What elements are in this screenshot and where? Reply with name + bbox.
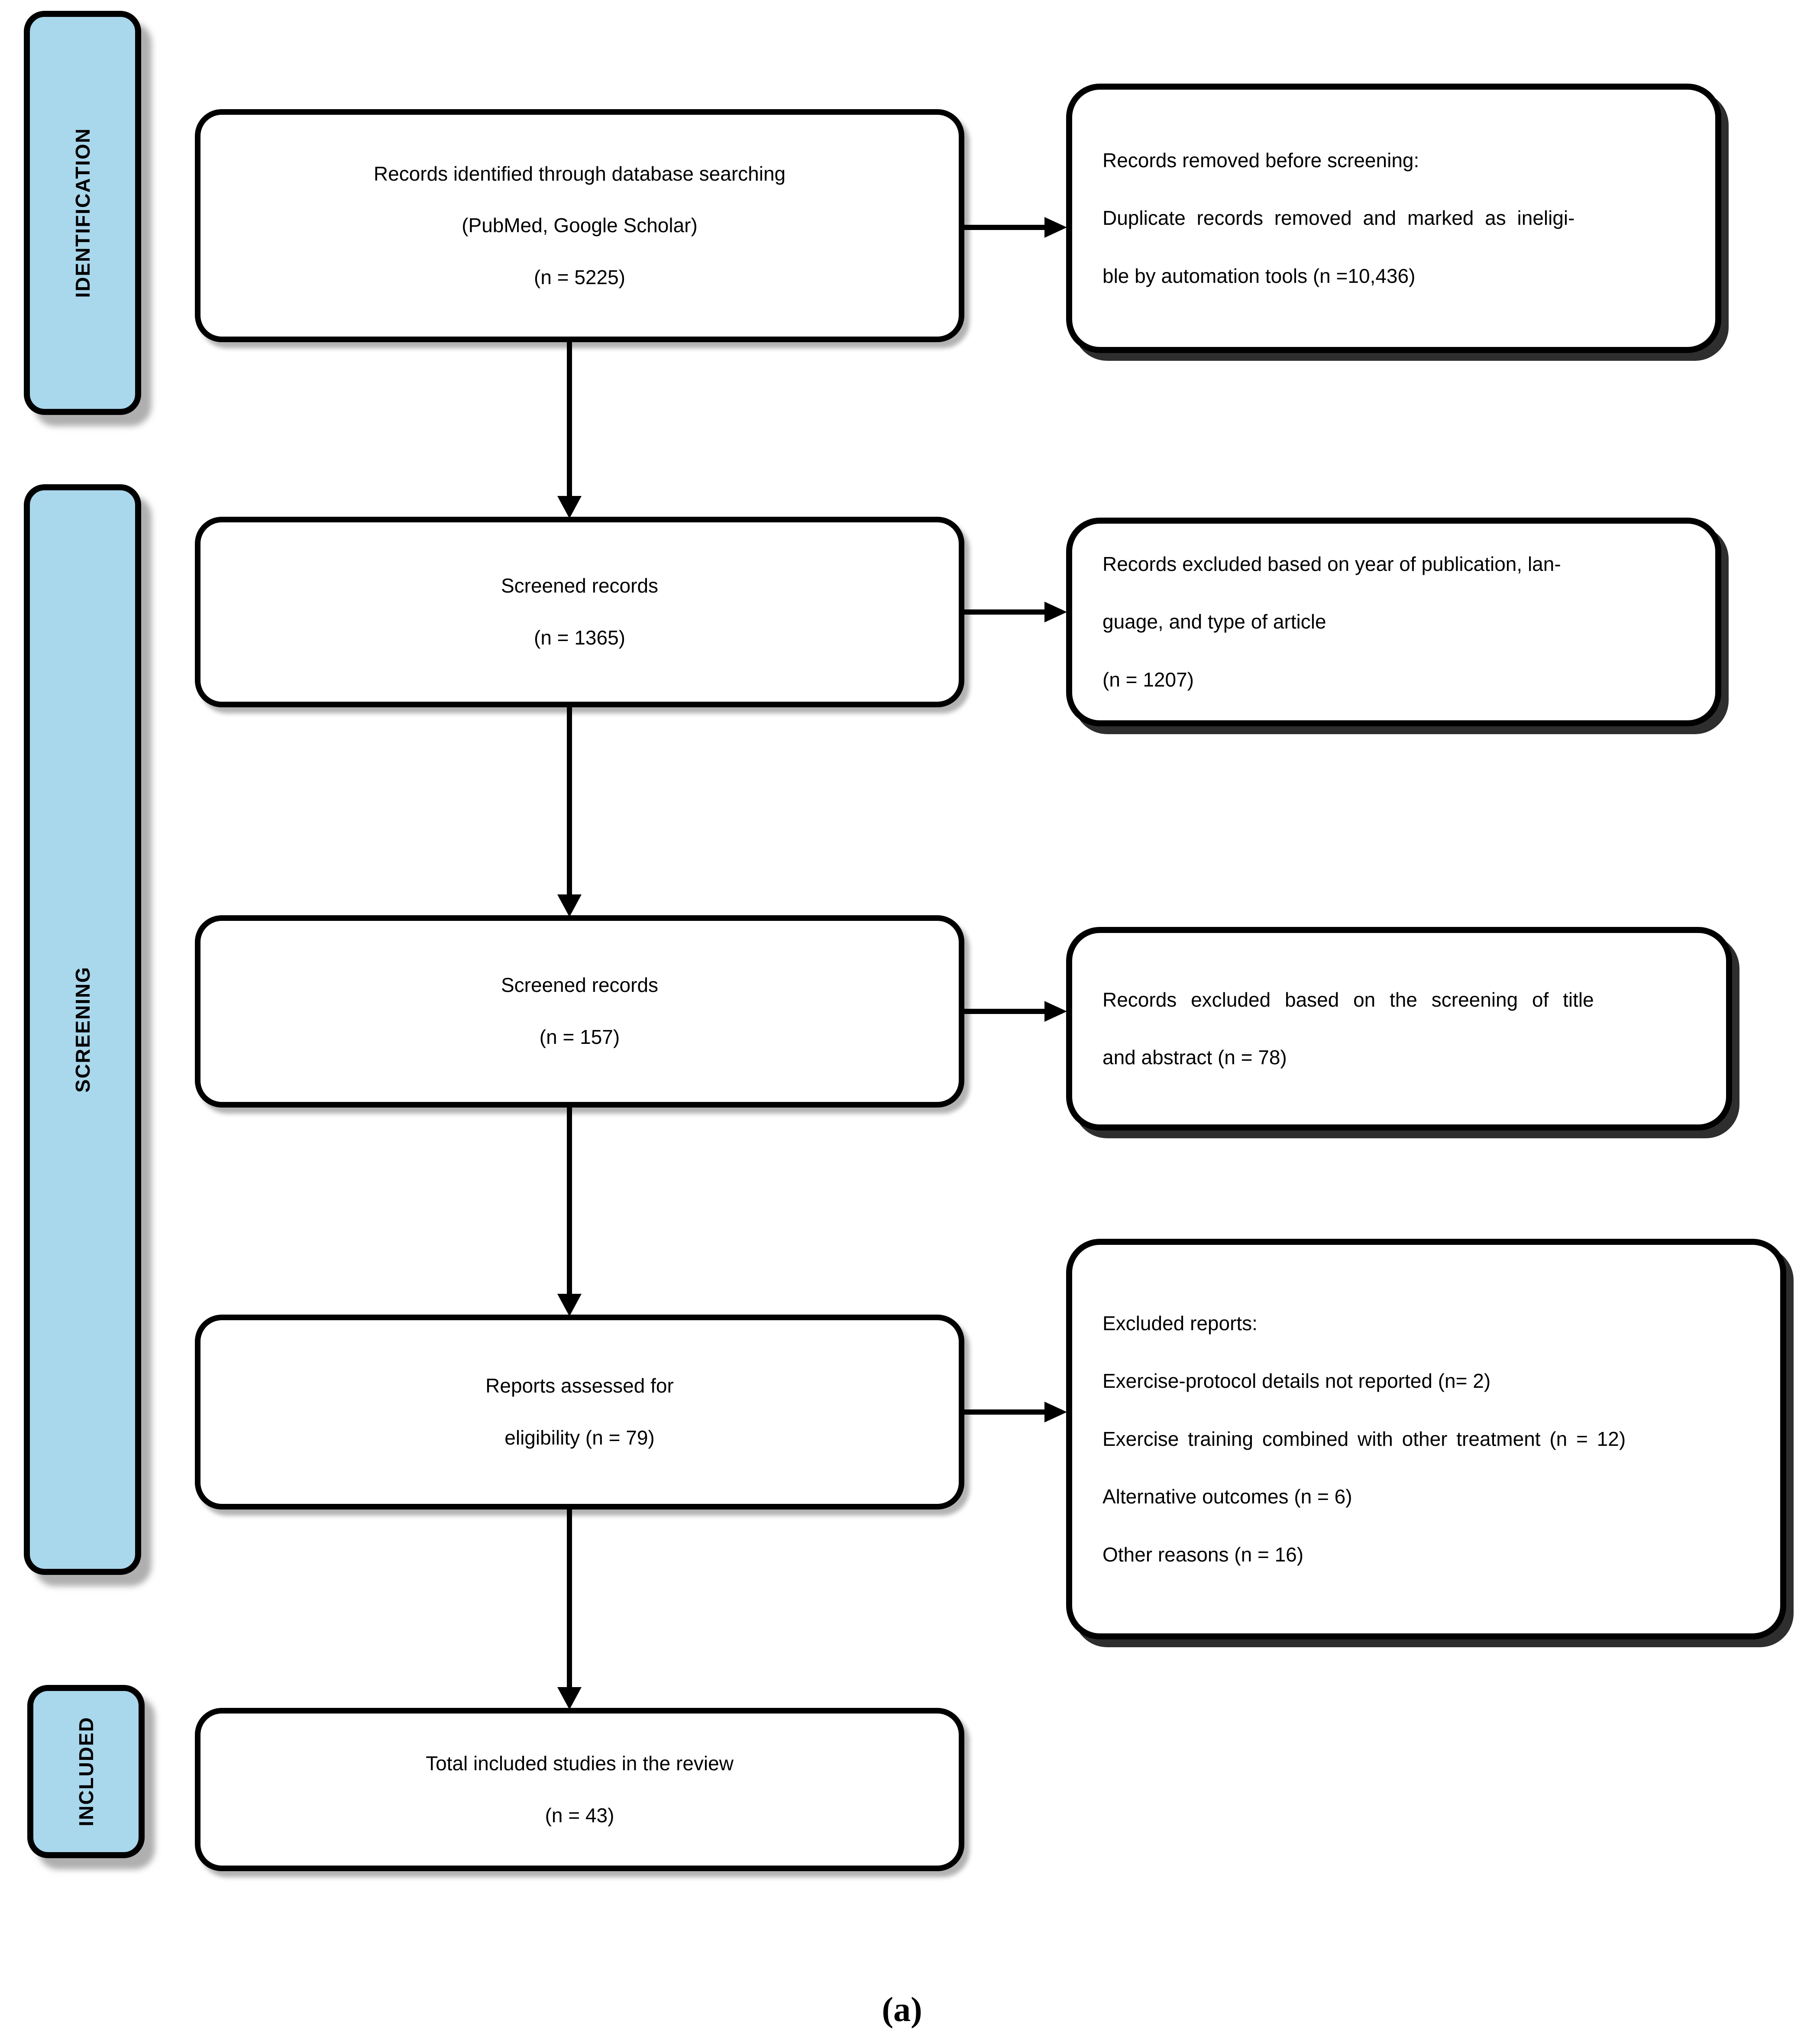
box-text-line: (n = 1207)	[1102, 668, 1194, 691]
box-screened-records-1365: Screened records (n = 1365)	[195, 517, 964, 707]
stage-screening: SCREENING	[24, 484, 141, 1575]
arrow-right-2-line	[963, 609, 1046, 615]
arrow-right-4-head	[1044, 1402, 1067, 1422]
box-text-line: ble by automation tools (n =10,436)	[1102, 264, 1416, 287]
box-text-line: Exercise training combined with other tr…	[1102, 1427, 1626, 1450]
arrow-down-1-line	[567, 341, 572, 498]
box-text-line: (PubMed, Google Scholar)	[462, 214, 698, 237]
box-text-line: Records identified through database sear…	[373, 162, 786, 185]
box-excluded-reports: Excluded reports: Exercise-protocol deta…	[1066, 1239, 1786, 1639]
box-text-line: Reports assessed for	[485, 1374, 674, 1397]
box-text-line: Total included studies in the review	[426, 1752, 734, 1775]
arrow-down-4-line	[567, 1509, 572, 1687]
stage-included: INCLUDED	[27, 1685, 145, 1858]
box-text-line: Excluded reports:	[1102, 1312, 1258, 1335]
box-total-included: Total included studies in the review (n …	[195, 1708, 964, 1871]
stage-included-label: INCLUDED	[74, 1717, 97, 1827]
box-text-line: (n = 43)	[545, 1804, 614, 1827]
box-text-line: Other reasons (n = 16)	[1102, 1543, 1304, 1566]
arrow-down-2-line	[567, 706, 572, 896]
box-text-line: Exercise-protocol details not reported (…	[1102, 1370, 1491, 1393]
box-text-line: Records excluded based on the screening …	[1102, 988, 1594, 1011]
box-screened-records-157: Screened records (n = 157)	[195, 915, 964, 1108]
box-text-line: Records excluded based on year of public…	[1102, 552, 1561, 575]
box-records-removed-before-screening: Records removed before screening: Duplic…	[1066, 84, 1721, 353]
arrow-down-3-line	[567, 1107, 572, 1296]
box-text-line: (n = 1365)	[534, 626, 625, 649]
box-text-line: Alternative outcomes (n = 6)	[1102, 1485, 1352, 1508]
figure-caption: (a)	[882, 1991, 922, 2029]
arrow-down-2-head	[557, 894, 582, 917]
arrow-right-2-head	[1044, 602, 1067, 622]
arrow-down-3-head	[557, 1294, 582, 1316]
box-text-line: Screened records	[501, 574, 659, 597]
stage-screening-label: SCREENING	[71, 966, 94, 1093]
box-excluded-year-language-type: Records excluded based on year of public…	[1066, 518, 1721, 726]
box-records-identified: Records identified through database sear…	[195, 109, 964, 342]
box-text-line: (n = 5225)	[534, 266, 625, 288]
box-excluded-title-abstract: Records excluded based on the screening …	[1066, 927, 1732, 1131]
arrow-down-1-head	[557, 496, 582, 518]
box-text-line: Duplicate records removed and marked as …	[1102, 207, 1575, 230]
box-text-line: Screened records	[501, 974, 659, 997]
arrow-right-3-head	[1044, 1001, 1067, 1022]
arrow-down-4-head	[557, 1687, 582, 1710]
box-text-line: guage, and type of article	[1102, 610, 1326, 633]
box-text-line: Records removed before screening:	[1102, 149, 1419, 172]
arrow-right-3-line	[963, 1009, 1046, 1014]
arrow-right-1-line	[963, 225, 1046, 230]
stage-identification-label: IDENTIFICATION	[71, 128, 94, 298]
box-text-line: (n = 157)	[539, 1026, 620, 1048]
arrow-right-4-line	[963, 1409, 1046, 1415]
arrow-right-1-head	[1044, 217, 1067, 238]
box-text-line: and abstract (n = 78)	[1102, 1046, 1287, 1069]
box-reports-assessed: Reports assessed for eligibility (n = 79…	[195, 1315, 964, 1510]
box-text-line: eligibility (n = 79)	[504, 1426, 655, 1449]
stage-identification: IDENTIFICATION	[24, 11, 141, 415]
